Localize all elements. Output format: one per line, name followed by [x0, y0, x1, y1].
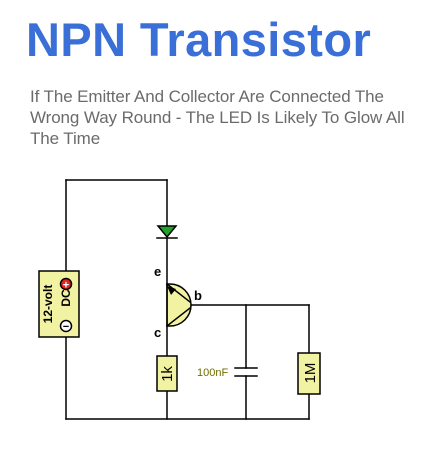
transistor: e b c [154, 264, 202, 340]
capacitor: 100nF [197, 367, 258, 379]
resistor-1m-body [297, 352, 321, 395]
page-subtitle: If The Emitter And Collector Are Connect… [30, 87, 405, 148]
transistor-collector-lead [165, 306, 192, 328]
page-title: NPN Transistor [26, 13, 372, 66]
transistor-body [166, 283, 192, 327]
resistor-1k-value: 1k [159, 366, 176, 382]
battery: 12-volt DC + − [38, 270, 80, 338]
base-label: b [194, 288, 202, 303]
led-diode-icon [156, 225, 178, 239]
battery-dc-label: DC [59, 289, 73, 307]
transistor-emitter-arrow-icon [167, 286, 176, 295]
capacitor-value: 100nF [197, 367, 228, 379]
resistor-1k-body [156, 355, 178, 392]
minus-sign: − [63, 321, 69, 333]
collector-label: c [154, 325, 161, 340]
wires [65, 179, 310, 420]
battery-plus-terminal [59, 277, 73, 291]
resistor-1k: 1k [156, 355, 178, 392]
emitter-label: e [154, 264, 161, 279]
transistor-emitter-lead [165, 282, 192, 304]
battery-body [38, 270, 80, 338]
resistor-1m: 1M [297, 352, 321, 395]
plus-sign: + [63, 280, 69, 292]
battery-voltage-label: 12-volt [41, 285, 55, 324]
battery-minus-terminal [59, 319, 73, 333]
resistor-1m-value: 1M [302, 363, 319, 384]
led [156, 225, 178, 239]
